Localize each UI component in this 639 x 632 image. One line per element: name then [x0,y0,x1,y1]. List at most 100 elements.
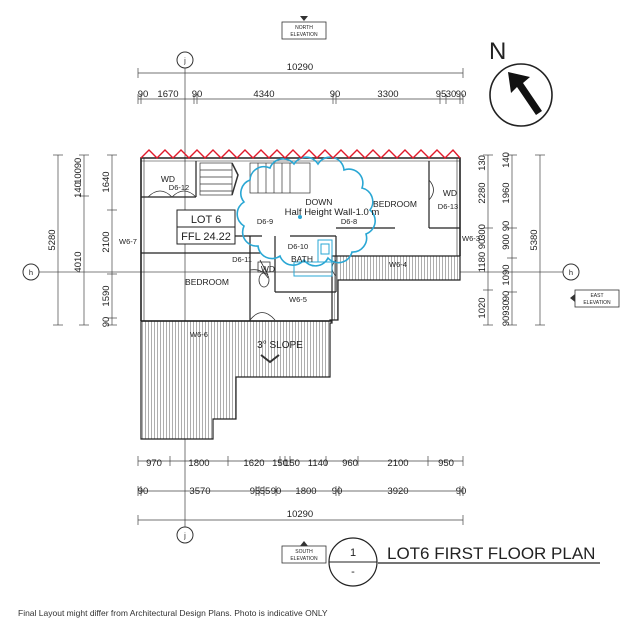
title-drawing-number: 1 [350,547,356,559]
interior-walls [141,161,460,321]
dim-bottom2-7: 3920 [387,486,408,497]
dim-bottom2-6: 90 [332,486,343,497]
dim-left-mid: 4010 [73,251,84,272]
dim-top-0: 90 [138,89,149,100]
dim-top-3: 4340 [253,89,274,100]
tag-d6-8: D6-8 [341,217,357,226]
dim-bottom-total: 10290 [287,509,313,520]
tag-w6-7: W6-7 [119,237,137,246]
tag-d6-10: D6-10 [288,242,308,251]
top-dimensions [137,68,464,104]
dim-right-outer: 5380 [529,229,540,250]
tag-w6-6: W6-6 [190,330,208,339]
staircase [199,162,311,196]
door-swings [147,179,434,321]
dim-left-inner-0: 1640 [101,171,112,192]
lot-label-box: LOT 6 FFL 24.22 [176,209,236,245]
south-elevation-label-2: ELEVATION [290,556,318,562]
dim-bottom1-1: 1800 [188,458,209,469]
tag-w6-5: W6-5 [289,295,307,304]
north-elevation-label-2: ELEVATION [290,32,318,38]
north-elevation-marker: NORTH ELEVATION [281,16,327,40]
dim-left-outer: 5280 [47,229,58,250]
room-wd-right: WD [443,188,457,198]
title-sheet-ref: - [351,566,355,578]
tag-d6-13: D6-13 [438,202,458,211]
dim-top-6: 95 [436,89,447,100]
dim-bottom1-6: 960 [342,458,358,469]
grid-h-label-right: h [569,268,573,277]
revision-cloud [236,156,376,267]
bath-fixtures [293,239,333,277]
dim-right-inner-0: 1960 [501,182,512,203]
dim-right-mid-2: 1020 [477,297,488,318]
room-bath: BATH [291,254,313,264]
dim-bottom1-5: 1140 [308,458,328,469]
tag-d6-11: D6-11 [232,255,252,264]
floor-level: FFL 24.22 [181,231,231,243]
south-elevation-label-1: SOUTH [295,549,313,555]
half-wall-label: Half Height Wall-1.0 m [285,207,380,218]
dim-right-tiny-1: 300 [477,224,488,240]
dim-bottom2-3: 55 [260,486,271,497]
left-dimensions [53,154,117,326]
dim-right-inner-3: 930 [501,300,512,316]
north-arrow: N [489,38,553,127]
room-bedroom-left: BEDROOM [185,277,229,287]
dim-left-tiny-1: 100 [73,168,84,184]
east-elevation-marker: EAST ELEVATION [570,289,620,308]
dim-left-inner-2: 1590 [101,285,112,306]
dim-left-inner-3: 90 [101,317,112,328]
dim-bottom2-0: 90 [138,486,149,497]
dim-right-tiny-3: 90 [501,221,512,232]
slope-arrow-icon [260,354,280,364]
north-arrow-icon [508,72,542,115]
dim-left-tiny-0: 90 [73,158,84,169]
slope-label: 3° SLOPE [257,340,303,351]
dim-top-5: 3300 [377,89,398,100]
dim-bottom2-5: 1800 [295,486,316,497]
drawing-title: LOT6 FIRST FLOOR PLAN [387,544,595,563]
dim-bottom1-7: 2100 [387,458,408,469]
room-wd-center: WD [261,264,275,274]
dim-right-mid-1: 1180 [477,252,488,272]
bottom-dimensions [137,456,464,525]
room-bedroom-right: BEDROOM [373,199,417,209]
room-wd-top-left: WD [161,174,175,184]
grid-j-label-top: j [183,56,186,65]
east-elevation-label-1: EAST [590,293,603,299]
tag-w6-3: W6-3 [462,234,480,243]
dim-right-tiny-2: 90 [477,239,488,250]
tag-d6-9: D6-9 [257,217,273,226]
dim-bottom2-4: 90 [271,486,282,497]
dim-bottom1-3: 150 [272,458,288,469]
north-elevation-label-1: NORTH [295,25,313,31]
right-dimensions [483,154,545,326]
dim-right-tiny-0: 130 [477,155,488,171]
dim-bottom1-8: 950 [438,458,454,469]
east-elevation-label-2: ELEVATION [583,300,611,306]
stair-down-label: DOWN [306,197,333,207]
grid-line-h: h h [22,263,580,281]
dim-right-inner-2: 1090 [501,264,512,285]
dim-right-inner-1: 900 [501,234,512,250]
title-block: 1 - LOT6 FIRST FLOOR PLAN [328,537,600,587]
dim-bottom1-0: 970 [146,458,162,469]
tag-d6-12: D6-12 [169,183,189,192]
dim-bottom2-8: 90 [456,486,467,497]
lot-number: LOT 6 [191,214,221,226]
dim-right-tiny-5: 90 [501,316,512,327]
dim-bottom2-1: 3570 [189,486,210,497]
wc-fixture [257,261,271,288]
tag-w6-4: W6-4 [389,260,407,269]
dim-top-total: 10290 [287,62,313,73]
dim-bottom1-4: 150 [284,458,300,469]
dim-bottom2-2: 95 [250,486,261,497]
dim-left-inner-1: 2100 [101,231,112,252]
disclaimer-footnote: Final Layout might differ from Architect… [18,608,328,618]
grid-j-label-bottom: j [183,531,186,540]
dim-top-2: 90 [192,89,203,100]
grid-line-j: j j [176,51,194,544]
grid-h-label-left: h [29,268,33,277]
